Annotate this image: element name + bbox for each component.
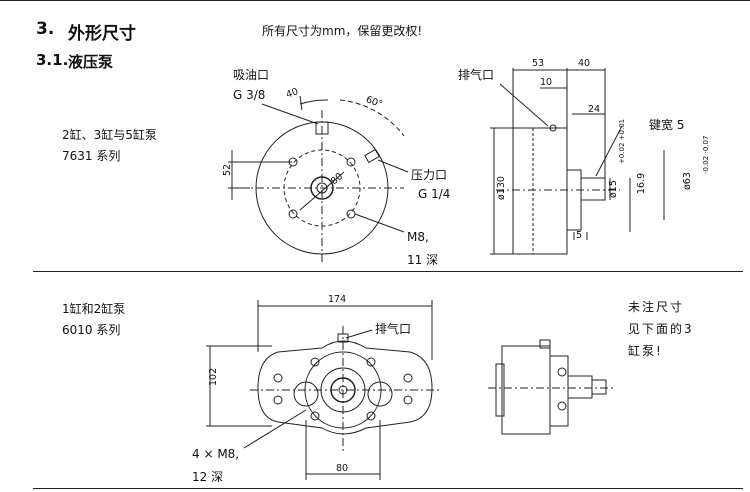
bottom-thread-label-2: 12 深 <box>192 470 224 484</box>
top-rule <box>0 0 750 1</box>
dim-15: ø15 <box>608 180 619 198</box>
dim-102: 102 <box>208 368 219 386</box>
dim-53: 53 <box>532 58 544 69</box>
thread-label-1: M8, <box>407 230 429 244</box>
key-width-label: 键宽 5 <box>649 118 685 132</box>
section-number: 3. <box>36 19 55 39</box>
pressure-port-label: 压力口 <box>411 168 448 182</box>
subsection-title: 液压泵 <box>68 53 114 71</box>
suction-size-label: G 3/8 <box>233 88 266 102</box>
bottom-thread-label-1: 4 × M8, <box>192 447 240 461</box>
note-line-3: 缸泵! <box>628 344 663 358</box>
pressure-size-label: G 1/4 <box>418 187 451 201</box>
section-title: 外形尺寸 <box>68 24 136 44</box>
dim-63: ø63 <box>682 172 693 190</box>
dim-40b: 40 <box>578 58 590 69</box>
top-front-view <box>228 95 409 262</box>
bottom-rule <box>33 488 743 489</box>
subsection-number: 3.1. <box>36 51 69 69</box>
dim-16-9: 16.9 <box>636 173 647 194</box>
bottom-side-view <box>488 339 614 435</box>
vent-label-bottom: 排气口 <box>375 322 412 336</box>
dim-63-tol: -0.02 -0.07 <box>702 136 710 174</box>
bottom-series-label-1: 1缸和2缸泵 <box>62 302 126 316</box>
rights-note: 所有尺寸为mm，保留更改权! <box>262 24 423 38</box>
dim-60-angle: 60° <box>364 94 384 110</box>
dim-24: 24 <box>588 104 600 115</box>
dim-52: 52 <box>222 164 233 176</box>
dim-10: 10 <box>540 77 552 88</box>
dim-15-tol: +0.02 +0.01 <box>618 119 626 164</box>
vent-label-top: 排气口 <box>458 68 495 82</box>
dim-174: 174 <box>328 294 346 305</box>
dim-130: ø130 <box>496 176 507 200</box>
top-series-label-1: 2缸、3缸与5缸泵 <box>62 128 157 142</box>
top-series-label-2: 7631 系列 <box>62 149 121 163</box>
dim-80-bottom: 80 <box>336 463 348 474</box>
dim-5: 5 <box>576 230 582 241</box>
top-side-view <box>490 68 665 255</box>
thread-label-2: 11 深 <box>407 253 439 267</box>
note-line-2: 见下面的3 <box>628 322 694 336</box>
bottom-front-view <box>206 300 440 480</box>
note-line-1: 未注尺寸 <box>628 300 685 314</box>
section-divider <box>33 271 743 272</box>
dim-40-angle: 40 <box>285 86 300 100</box>
suction-port-label: 吸油口 <box>233 68 270 82</box>
bottom-series-label-2: 6010 系列 <box>62 323 121 337</box>
